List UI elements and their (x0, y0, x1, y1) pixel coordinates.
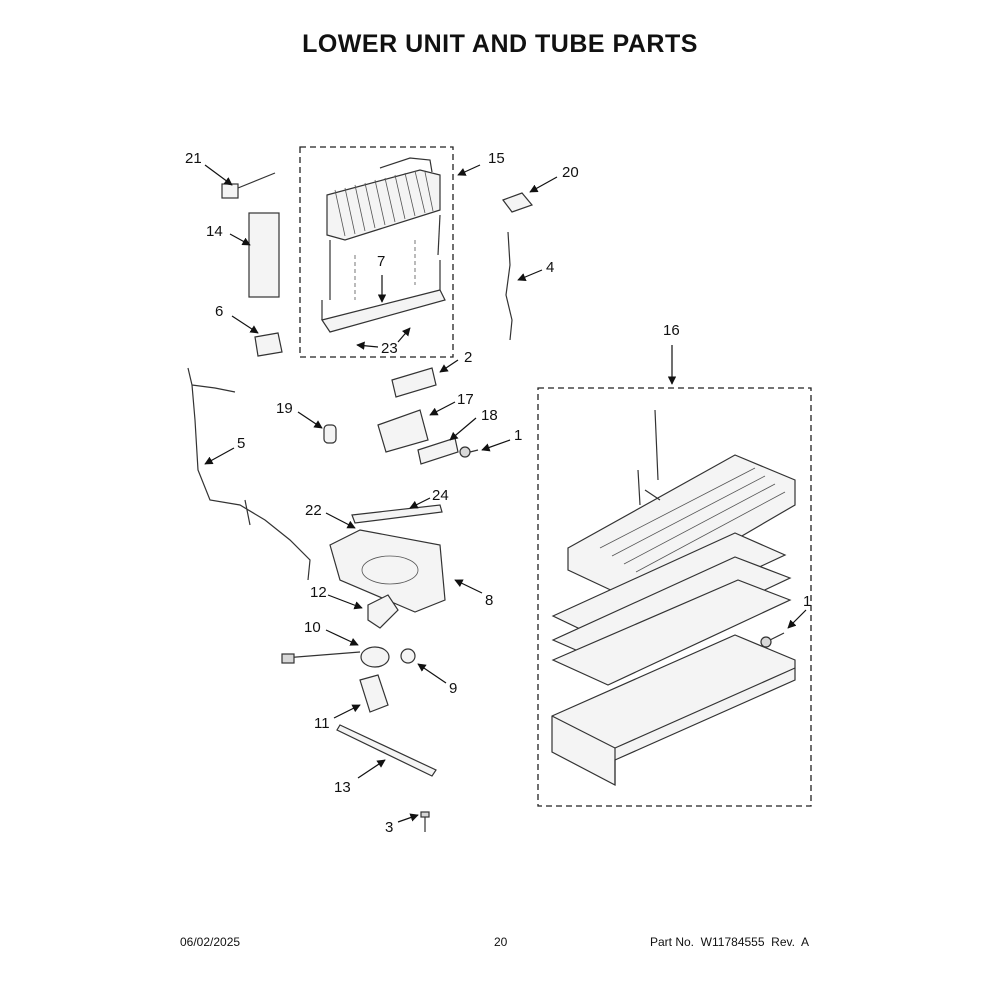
part-14-insulation-pad[interactable] (248, 212, 280, 298)
callout-19: 19 (276, 400, 293, 417)
callout-21: 21 (185, 150, 202, 167)
part-12-fan-blade[interactable] (367, 594, 399, 629)
part-21-connector[interactable] (221, 172, 276, 199)
evaporator-group-box (299, 146, 454, 358)
part-4-wire-harness[interactable] (505, 231, 513, 341)
part-3-screw[interactable] (420, 811, 430, 832)
callout-12: 12 (310, 584, 327, 601)
part-9-sensor[interactable] (400, 648, 416, 664)
callout-22: 22 (305, 502, 322, 519)
callout-13: 13 (334, 779, 351, 796)
callout-4: 4 (546, 259, 554, 276)
part-5-wire-harness[interactable] (187, 367, 311, 581)
footer-date: 06/02/2025 (180, 935, 241, 949)
callout-10: 10 (304, 619, 321, 636)
part-2-cover[interactable] (391, 367, 437, 398)
callout-24: 24 (432, 487, 449, 504)
part-17-bracket[interactable] (377, 409, 429, 453)
callout-1-upper: 1 (514, 427, 522, 444)
part-1-screw-upper[interactable] (459, 446, 479, 458)
footer-part-number: Part No. W11784555 Rev. A (650, 935, 809, 949)
callout-11: 11 (314, 715, 330, 732)
part-19-spacer[interactable] (323, 424, 337, 444)
callout-6: 6 (215, 303, 223, 320)
page-title: LOWER UNIT AND TUBE PARTS (302, 30, 698, 58)
tube-sheet-lower[interactable] (551, 579, 792, 686)
part-6-plate[interactable] (254, 332, 283, 357)
callout-23: 23 (381, 340, 398, 357)
part-8-fan-housing[interactable] (329, 529, 446, 613)
part-20-plate[interactable] (502, 192, 534, 213)
part-16-tube-tray[interactable] (567, 409, 796, 601)
footer-page-number: 20 (494, 935, 508, 949)
callout-18: 18 (481, 407, 498, 424)
callout-1-lower: 1 (803, 593, 811, 610)
callout-8: 8 (485, 592, 493, 609)
callout-9: 9 (449, 680, 457, 697)
callout-16: 16 (663, 322, 680, 339)
part-10-fan-motor[interactable] (281, 646, 390, 668)
part-18-plate[interactable] (417, 437, 459, 465)
callout-2: 2 (464, 349, 472, 366)
tube-assembly-group-box (537, 387, 812, 807)
evaporator-coil[interactable] (321, 157, 446, 333)
callout-14: 14 (206, 223, 223, 240)
callout-15: 15 (488, 150, 505, 167)
callout-17: 17 (457, 391, 474, 408)
part-11-motor-bracket[interactable] (359, 674, 389, 713)
callout-7: 7 (377, 253, 385, 270)
part-13-rail[interactable] (336, 724, 437, 777)
callout-20: 20 (562, 164, 579, 181)
callout-5: 5 (237, 435, 245, 452)
part-24-tube[interactable] (351, 504, 443, 524)
part-1-screw-lower[interactable] (760, 632, 785, 648)
callout-3: 3 (385, 819, 393, 836)
base-pan[interactable] (551, 634, 796, 786)
